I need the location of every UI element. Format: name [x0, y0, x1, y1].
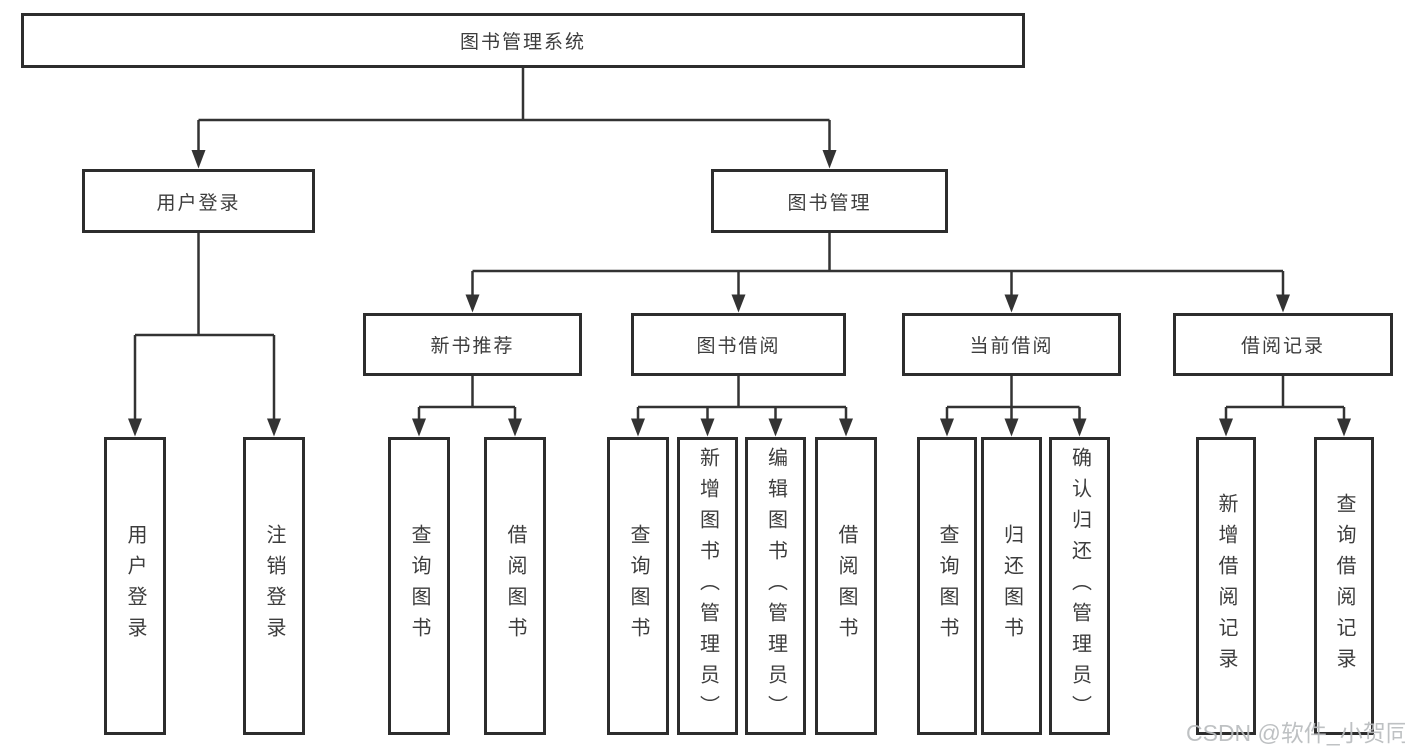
leaf-user-login: 用户登录: [104, 437, 166, 735]
arrowheads-newbook-leaves: [412, 418, 522, 437]
leaf-label: 查询图书: [627, 524, 649, 648]
node-root: 图书管理系统: [21, 13, 1025, 68]
leaf-label: 用户登录: [124, 524, 146, 648]
leaf-label: 查询图书: [408, 524, 430, 648]
leaf-label: 确认归还（管理员）: [1068, 446, 1091, 726]
node-label: 图书借阅: [696, 336, 781, 357]
node-label: 图书管理: [787, 192, 872, 214]
leaf-query-borrow-record: 查询借阅记录: [1314, 437, 1374, 735]
csdn-watermark: CSDN @软件_小贺同学: [1186, 720, 1405, 746]
connector-newbook-to-leaves: [417, 376, 517, 420]
node-label: 用户登录: [156, 192, 241, 214]
leaf-label: 归还图书: [1000, 524, 1023, 648]
arrowheads-current-leaves: [940, 418, 1087, 437]
connector-root-to-level2: [197, 68, 831, 151]
leaf-label: 查询图书: [936, 524, 958, 648]
leaf-label: 借阅图书: [835, 524, 857, 648]
leaf-return-books: 归还图书: [981, 437, 1042, 735]
connector-borrow-to-leaves: [636, 376, 848, 420]
node-book-borrowing: 图书借阅: [631, 313, 846, 376]
arrowheads-records-leaves: [1219, 418, 1351, 437]
node-current-borrowing: 当前借阅: [902, 313, 1121, 376]
node-label: 图书管理系统: [459, 32, 586, 53]
leaf-query-books-recommend: 查询图书: [388, 437, 450, 735]
node-borrowing-records: 借阅记录: [1173, 313, 1393, 376]
node-label: 新书推荐: [430, 336, 515, 357]
node-book-management: 图书管理: [711, 169, 948, 233]
leaf-add-book-admin: 新增图书（管理员）: [677, 437, 738, 735]
node-label: 当前借阅: [969, 336, 1054, 357]
leaf-query-books-current: 查询图书: [917, 437, 977, 735]
leaf-label: 新增借阅记录: [1215, 493, 1237, 679]
leaf-edit-book-admin: 编辑图书（管理员）: [745, 437, 806, 735]
node-label: 借阅记录: [1240, 336, 1325, 357]
node-user-login: 用户登录: [82, 169, 315, 233]
leaf-logout: 注销登录: [243, 437, 305, 735]
leaf-query-books-borrowing: 查询图书: [607, 437, 669, 735]
leaf-borrow-books-recommend: 借阅图书: [484, 437, 546, 735]
leaf-label: 借阅图书: [504, 524, 526, 648]
leaf-label: 新增图书（管理员）: [696, 446, 719, 726]
connector-userlogin-to-leaves: [133, 233, 276, 420]
connector-current-to-leaves: [945, 376, 1081, 420]
node-new-book-recommend: 新书推荐: [363, 313, 582, 376]
arrowheads-borrow-leaves: [631, 418, 853, 437]
leaf-label: 查询借阅记录: [1333, 493, 1355, 679]
connector-records-to-leaves: [1224, 376, 1346, 420]
arrowheads-userlogin-leaves: [128, 418, 281, 437]
leaf-add-borrow-record: 新增借阅记录: [1196, 437, 1256, 735]
leaf-borrow-books-borrowing: 借阅图书: [815, 437, 877, 735]
leaf-confirm-return-admin: 确认归还（管理员）: [1049, 437, 1110, 735]
arrowheads-level2: [191, 150, 837, 169]
connector-bookmgmt-to-level3: [471, 233, 1285, 296]
leaf-label: 编辑图书（管理员）: [764, 446, 787, 726]
leaf-label: 注销登录: [263, 524, 285, 648]
arrowheads-level3: [465, 294, 1290, 313]
